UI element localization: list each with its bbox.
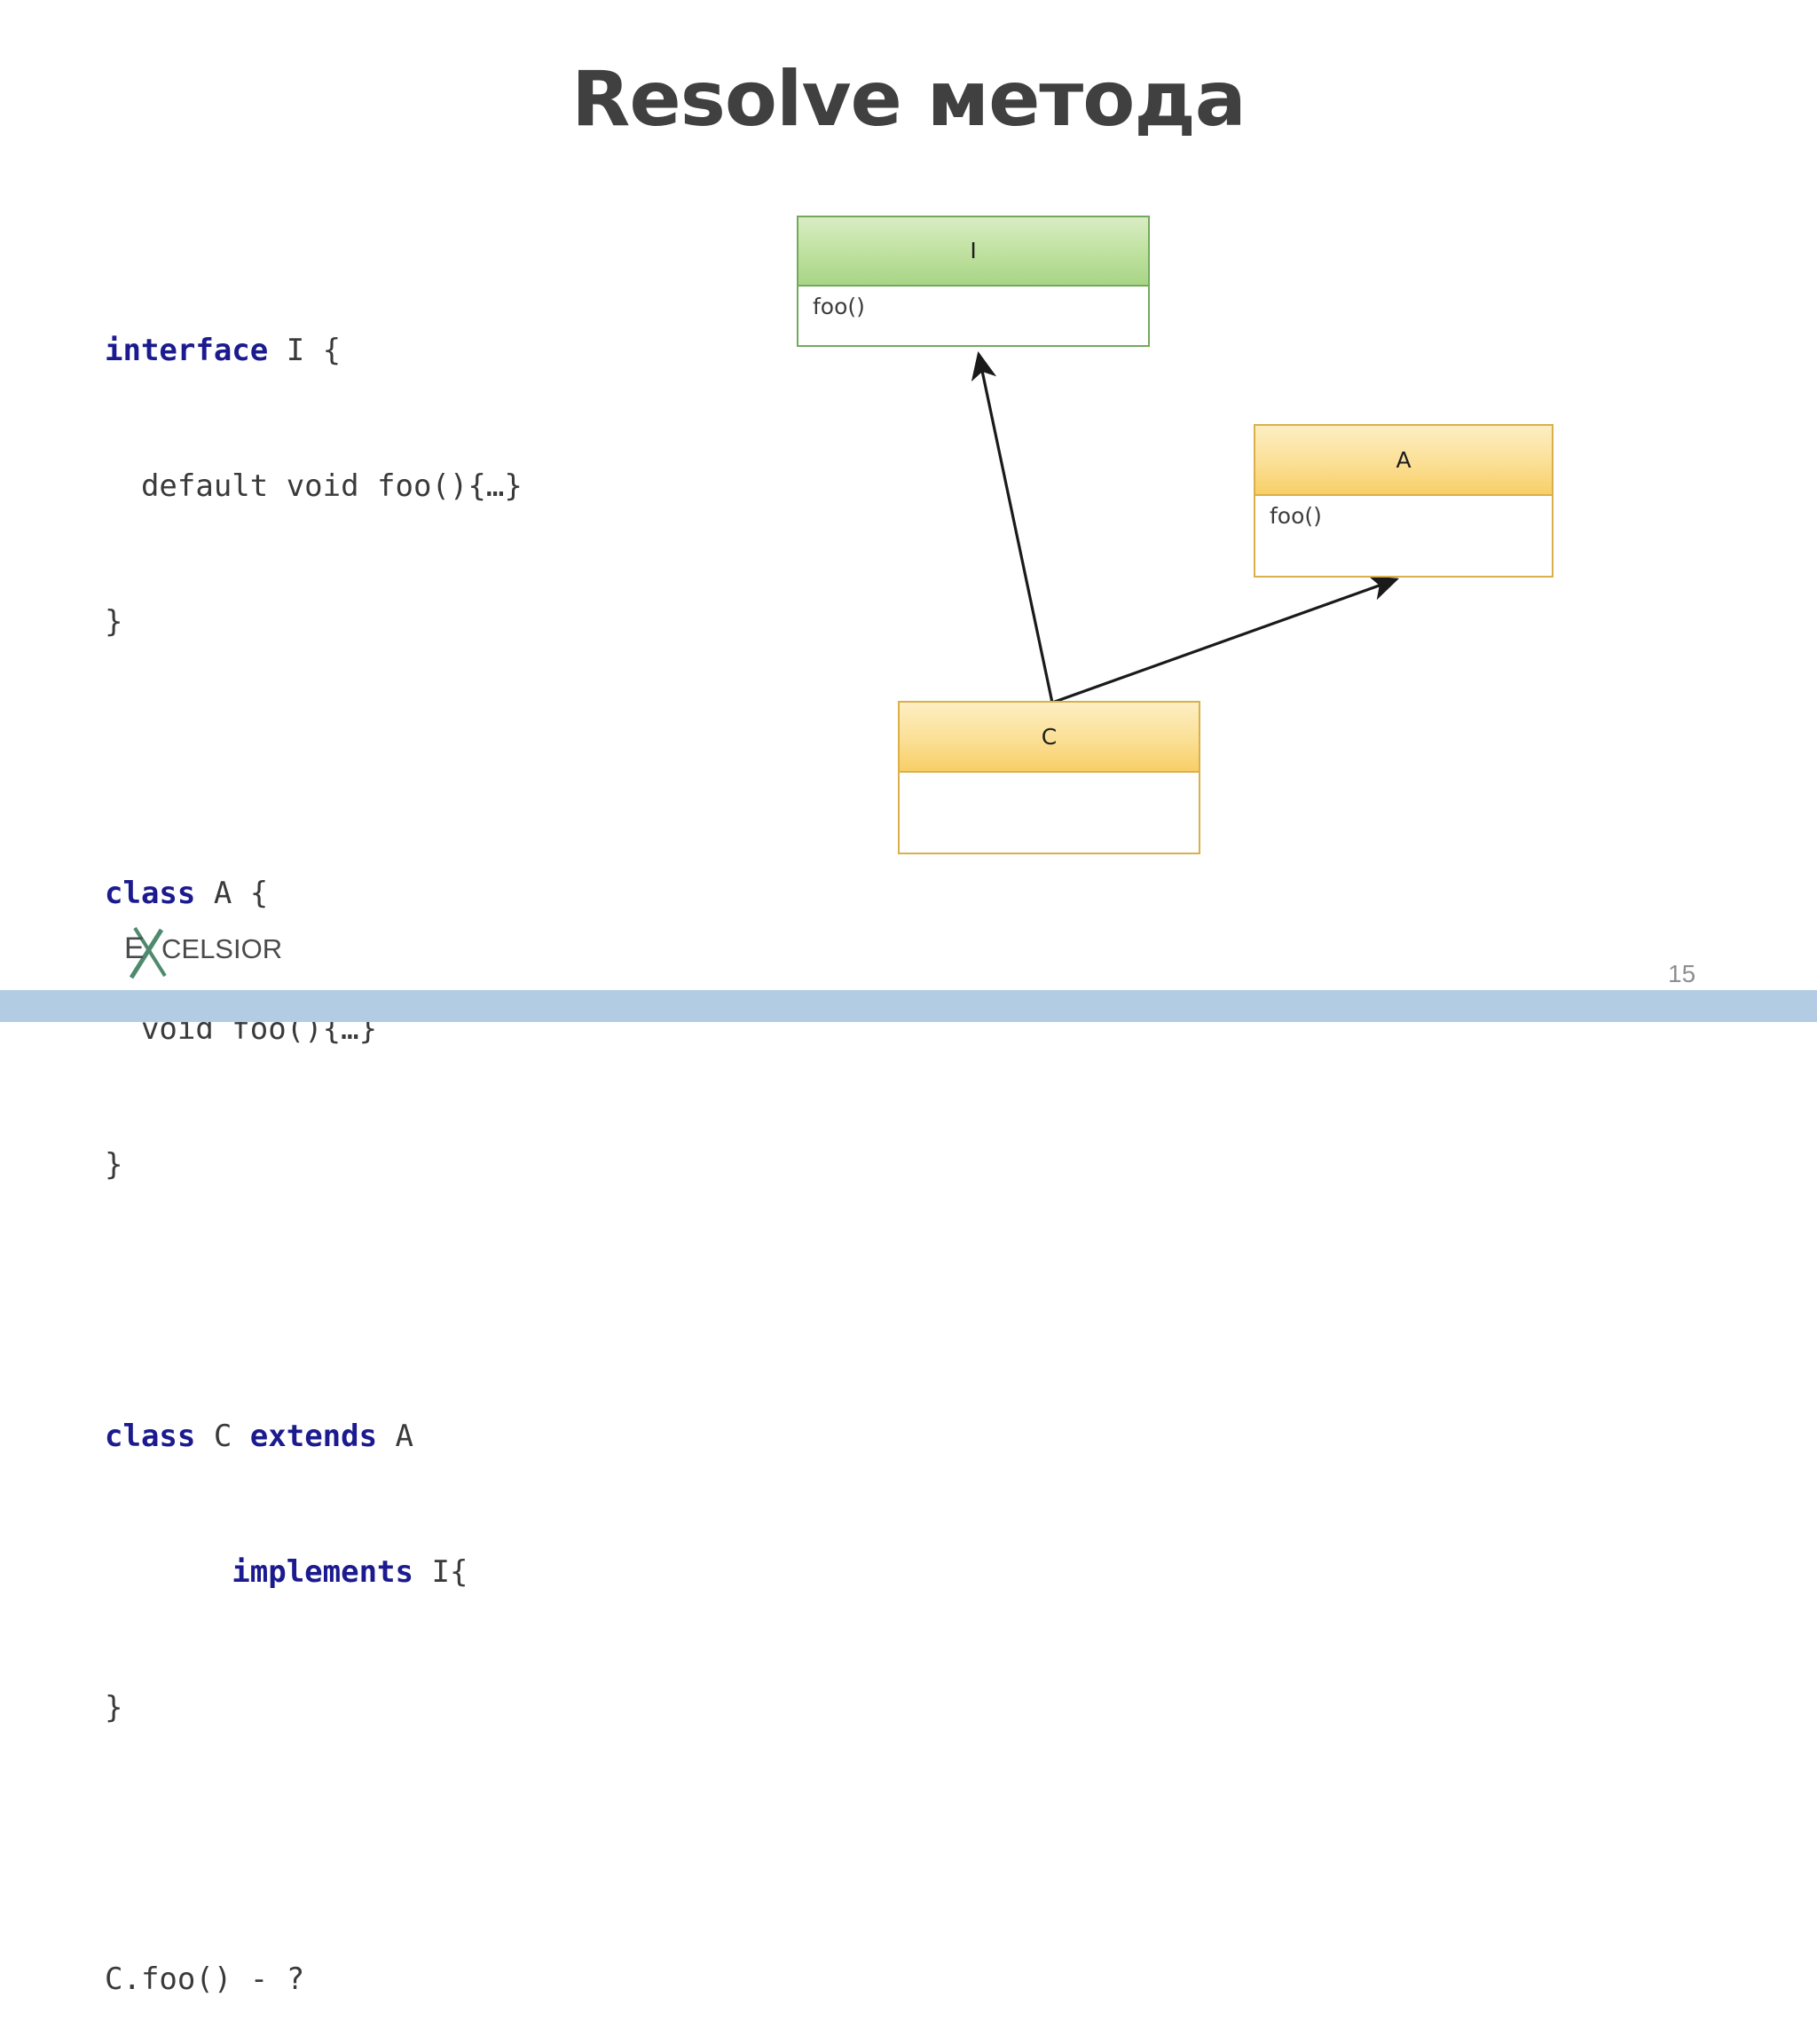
code-line: } bbox=[105, 600, 523, 645]
code-line: class C extends A bbox=[105, 1414, 523, 1459]
code-keyword: class bbox=[105, 1419, 196, 1454]
code-line: default void foo(){…} bbox=[105, 464, 523, 509]
code-text: default void foo(){…} bbox=[105, 468, 523, 504]
code-text: } bbox=[105, 604, 123, 640]
uml-box-i-member: foo() bbox=[813, 293, 865, 319]
uml-box-interface-i[interactable]: I foo() bbox=[797, 216, 1150, 347]
page-number: 15 bbox=[1668, 960, 1696, 987]
page-title: Resolve метода bbox=[571, 55, 1247, 144]
uml-box-a-member: foo() bbox=[1270, 503, 1322, 530]
logo-lead-letter: E bbox=[124, 932, 145, 965]
bottom-accent-bar bbox=[0, 990, 1817, 1022]
arrow-c-implements-i bbox=[971, 350, 1054, 704]
code-keyword: interface bbox=[105, 333, 269, 368]
code-line bbox=[105, 1821, 523, 1867]
uml-box-i-title: I bbox=[798, 217, 1148, 287]
code-line bbox=[105, 1278, 523, 1324]
code-text: } bbox=[105, 1147, 123, 1183]
code-line: C.foo() - ? bbox=[105, 1957, 523, 2002]
code-line: } bbox=[105, 1143, 523, 1188]
code-keyword: extends bbox=[249, 1419, 378, 1454]
arrow-c-extends-a bbox=[1051, 576, 1400, 704]
slide-canvas: Resolve метода interface I { default voi… bbox=[0, 55, 1817, 1997]
code-text bbox=[105, 1554, 232, 1590]
code-text: A { bbox=[195, 876, 269, 911]
code-line: } bbox=[105, 1686, 523, 1731]
logo-x-stroke-1 bbox=[129, 928, 164, 979]
code-keyword: implements bbox=[232, 1554, 413, 1590]
excelsior-logo: E CELSIOR bbox=[124, 926, 282, 979]
logo-x-stroke-2 bbox=[133, 926, 167, 978]
code-text: A bbox=[377, 1419, 414, 1454]
logo-word: CELSIOR bbox=[161, 933, 282, 964]
uml-box-c-member bbox=[900, 773, 1199, 853]
code-text: I { bbox=[268, 333, 342, 368]
code-line: implements I{ bbox=[105, 1550, 523, 1595]
code-keyword: class bbox=[105, 876, 196, 911]
code-text: C bbox=[195, 1419, 250, 1454]
uml-box-a-title: A bbox=[1255, 426, 1552, 497]
code-text: C.foo() - ? bbox=[105, 1961, 305, 1997]
code-line: class A { bbox=[105, 871, 523, 916]
code-line: interface I { bbox=[105, 328, 523, 373]
uml-class-diagram: I foo() A foo() C bbox=[797, 216, 1553, 854]
code-line bbox=[105, 735, 523, 781]
code-text: I{ bbox=[413, 1554, 468, 1590]
code-text: } bbox=[105, 1690, 123, 1726]
code-listing: interface I { default void foo(){…} } cl… bbox=[105, 238, 523, 2044]
uml-box-class-a[interactable]: A foo() bbox=[1254, 424, 1553, 578]
uml-box-c-title: C bbox=[900, 703, 1199, 774]
uml-box-class-c[interactable]: C bbox=[898, 701, 1200, 854]
